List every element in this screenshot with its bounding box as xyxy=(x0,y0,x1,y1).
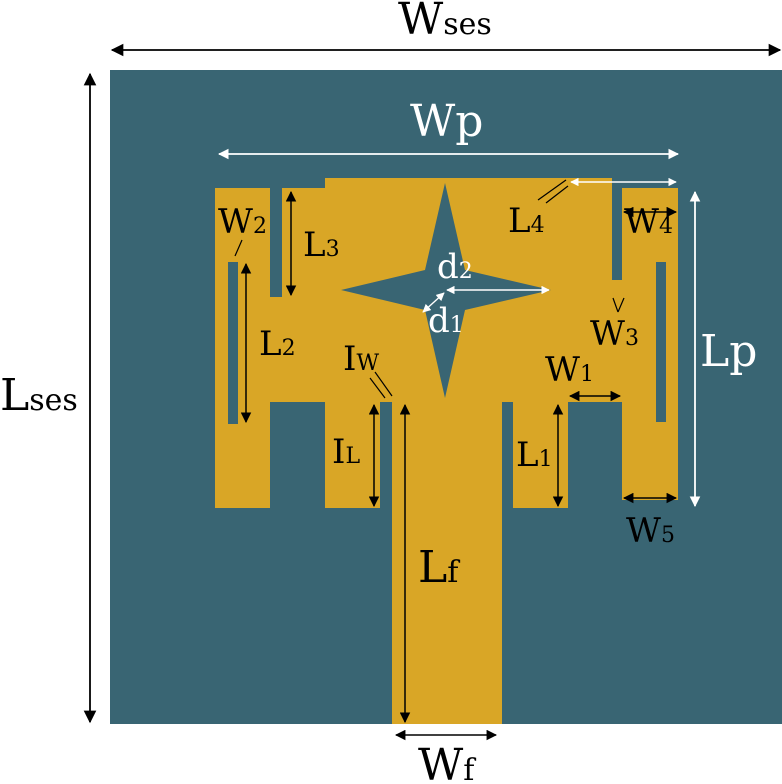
star-slot xyxy=(341,183,551,398)
label-wses: Wses xyxy=(398,0,492,45)
left-slot xyxy=(228,262,238,424)
label-w1: W1 xyxy=(545,350,594,390)
label-lp: Lp xyxy=(700,326,757,377)
label-d1: d1 xyxy=(428,301,464,341)
label-l1: L1 xyxy=(516,435,553,475)
l4-pointer xyxy=(537,179,567,201)
right-slot xyxy=(656,262,666,422)
iw-pointer xyxy=(369,377,386,399)
l4-pointer-2 xyxy=(545,185,569,204)
label-w4: W4 xyxy=(624,202,673,242)
w3-pointer xyxy=(612,297,619,313)
label-lses: Lses xyxy=(0,370,78,421)
w3-pointer-2 xyxy=(617,297,625,313)
label-lf: Lf xyxy=(418,542,460,593)
w2-pointer xyxy=(234,239,243,257)
label-l3: L3 xyxy=(303,225,340,265)
label-d2: d2 xyxy=(437,247,473,287)
label-wp: Wp xyxy=(410,96,483,147)
label-l2: L2 xyxy=(259,324,296,364)
label-il: IL xyxy=(332,432,360,472)
iw-pointer-2 xyxy=(374,371,393,397)
label-l4: L4 xyxy=(508,201,545,241)
d1-dimension xyxy=(422,292,445,313)
label-wf: Wf xyxy=(418,740,476,784)
label-w5: W5 xyxy=(626,511,675,551)
radiating-patch xyxy=(215,178,678,724)
label-w2: W2 xyxy=(218,202,267,242)
label-iw: IW xyxy=(343,339,379,379)
label-w3: W3 xyxy=(590,314,639,354)
